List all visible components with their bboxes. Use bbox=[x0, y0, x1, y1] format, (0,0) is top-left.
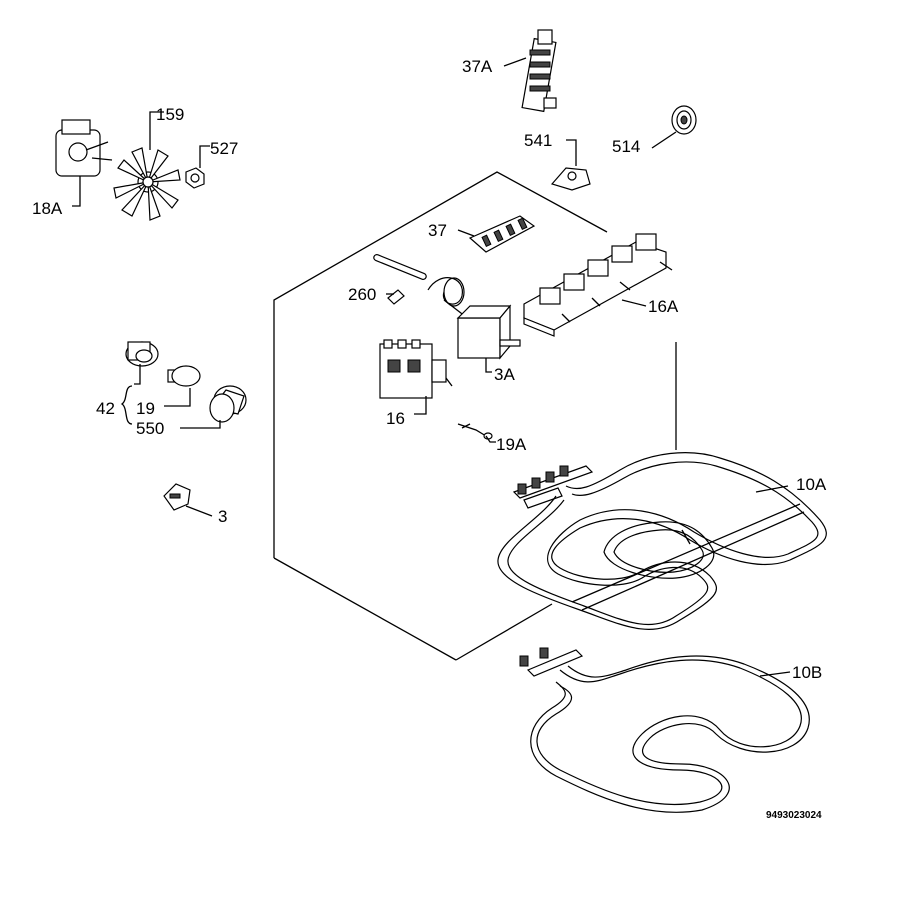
label-527: 527 bbox=[210, 139, 238, 158]
lamp-cover-550 bbox=[180, 385, 247, 429]
fan-impeller-159 bbox=[113, 111, 181, 221]
wire-link-19a bbox=[457, 423, 496, 443]
nut-527 bbox=[185, 145, 210, 189]
label-159: 159 bbox=[156, 105, 184, 124]
heating-element-10a bbox=[497, 452, 827, 630]
label-10b: 10B bbox=[792, 663, 822, 682]
terminal-block-37a bbox=[503, 29, 557, 113]
label-541: 541 bbox=[524, 131, 552, 150]
lamp-holder-42 bbox=[125, 341, 159, 385]
label-514: 514 bbox=[612, 137, 640, 156]
clip-260 bbox=[386, 289, 405, 305]
terminal-block-37 bbox=[457, 215, 536, 253]
bracket-541 bbox=[550, 139, 591, 191]
thermostat-3a bbox=[373, 254, 521, 373]
switch-16 bbox=[379, 339, 453, 415]
label-37: 37 bbox=[428, 221, 447, 240]
label-18a: 18A bbox=[32, 199, 63, 218]
label-37a: 37A bbox=[462, 57, 493, 76]
bracket-3 bbox=[163, 483, 213, 517]
label-550: 550 bbox=[136, 419, 164, 438]
label-16: 16 bbox=[386, 409, 405, 428]
grommet-514 bbox=[651, 105, 697, 149]
heating-element-10b bbox=[519, 647, 810, 813]
label-260: 260 bbox=[348, 285, 376, 304]
bracket-brace-42 bbox=[120, 385, 133, 425]
label-16a: 16A bbox=[648, 297, 679, 316]
label-3: 3 bbox=[218, 507, 227, 526]
label-19a: 19A bbox=[496, 435, 527, 454]
switch-bank-16a bbox=[523, 233, 673, 337]
drawing-number: 9493023024 bbox=[766, 810, 822, 821]
oven-outline bbox=[273, 171, 677, 661]
lamp-bulb-19 bbox=[164, 365, 201, 407]
label-3a: 3A bbox=[494, 365, 515, 384]
label-42: 42 bbox=[96, 399, 115, 418]
fan-motor-18a bbox=[55, 119, 113, 207]
label-10a: 10A bbox=[796, 475, 827, 494]
label-19: 19 bbox=[136, 399, 155, 418]
